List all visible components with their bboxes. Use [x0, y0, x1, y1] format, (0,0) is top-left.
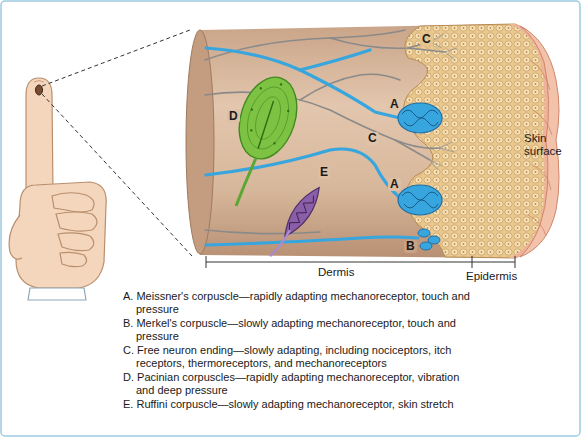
callout-letter: A: [388, 178, 401, 191]
callout-letter: C: [366, 132, 379, 145]
callout-letter: B: [404, 240, 417, 253]
legend-item: E. Ruffini corpuscle—slowly adapting mec…: [123, 398, 476, 411]
region-label: Epidermis: [466, 270, 517, 283]
callout-letter: E: [318, 166, 330, 179]
legend-item: B. Merkel's corpuscle—slowly adapting me…: [123, 317, 476, 343]
legend-item: A. Meissner's corpuscle—rapidly adapting…: [123, 290, 476, 316]
legend-item: D. Pacinian corpuscles—rapidly adapting …: [123, 371, 476, 397]
callout-letter: C: [420, 33, 433, 46]
callout-letter: A: [388, 98, 401, 111]
region-label: Skin surface: [524, 132, 578, 158]
region-label: Dermis: [318, 266, 354, 279]
legend-item: C. Free neuron ending—slowly adapting, i…: [123, 344, 476, 370]
callout-letter: D: [227, 110, 240, 123]
